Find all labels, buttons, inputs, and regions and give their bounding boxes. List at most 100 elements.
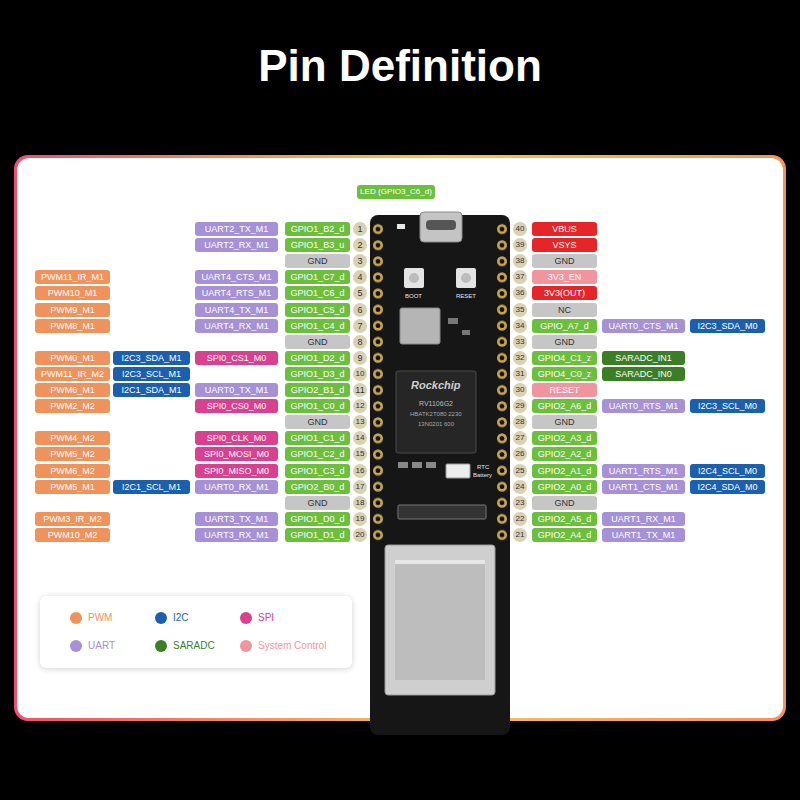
pin-text: 35: [515, 305, 524, 314]
spi-label: SPI0_CS0_M0: [195, 399, 278, 413]
pwm-label: PWM10_M2: [35, 528, 110, 542]
gpio-label: GPIO1_D0_d: [285, 512, 350, 526]
i2c-label: I2C3_SDA_M0: [690, 319, 765, 333]
pin-text: 12: [355, 401, 364, 410]
pwm-label: PWM8_M1: [35, 319, 110, 333]
gpio-label: GPIO1_B3_u: [285, 238, 350, 252]
ground-label: GND: [532, 335, 597, 349]
pin-text: 30: [515, 385, 524, 394]
ethernet-face: [395, 560, 485, 680]
pin-text: 17: [355, 482, 364, 491]
usb-c: [420, 212, 462, 242]
pin-number: 22: [513, 512, 527, 526]
pin-number: 26: [513, 447, 527, 461]
i2c-label: I2C3_SDA_M1: [113, 351, 190, 365]
pin-text: UART4_RTS_M1: [202, 288, 272, 298]
pin-text: 28: [515, 417, 524, 426]
gpio-label: GPIO1_D3_d: [285, 367, 350, 381]
pin-number: 19: [353, 512, 367, 526]
board-text: BOOT: [405, 292, 422, 300]
pin-text: GPIO2_A2_d: [538, 449, 592, 459]
pin-number: 13: [353, 415, 367, 429]
ground-label: NC: [532, 303, 597, 317]
pin-text: 10: [355, 369, 364, 378]
legend-text: SPI: [258, 612, 274, 624]
pin-text: UART1_RTS_M1: [609, 466, 679, 476]
pin-text: I2C3_SCL_M0: [698, 401, 757, 411]
i2c-label: I2C3_SCL_M0: [690, 399, 765, 413]
uart-label: UART4_CTS_M1: [195, 270, 278, 284]
pwm-label: PWM11_IR_M2: [35, 367, 110, 381]
gpio-label: GPIO1_B2_d: [285, 222, 350, 236]
pin-text: I2C1_SDA_M1: [121, 385, 181, 395]
pin-text: 21: [515, 530, 524, 539]
gpio-label: GPIO1_C3_d: [285, 464, 350, 478]
pin-number: 31: [513, 367, 527, 381]
pin-text: 24: [515, 482, 524, 491]
pin-number: 27: [513, 431, 527, 445]
led-label: LED (GPIO3_C6_d): [357, 185, 435, 199]
gpio-label: GPIO1_C7_d: [285, 270, 350, 284]
pin-text: PWM2_M2: [50, 401, 95, 411]
uart-label: UART1_CTS_M1: [602, 480, 685, 494]
pin-number: 8: [353, 335, 367, 349]
pin-text: 33: [515, 337, 524, 346]
pin-number: 21: [513, 528, 527, 542]
pin-number: 25: [513, 464, 527, 478]
pin-text: 6: [357, 305, 362, 315]
pin-text: 15: [355, 449, 364, 458]
pin-text: VSYS: [552, 240, 576, 250]
gpio-label: GPIO2_B1_d: [285, 383, 350, 397]
pin-text: GND: [555, 498, 575, 508]
pin-number: 12: [353, 399, 367, 413]
usb-c-port: [426, 220, 456, 230]
pin-text: GPIO2_A6_d: [538, 401, 592, 411]
pin-text: 38: [515, 256, 524, 265]
uart-label: UART2_TX_M1: [195, 222, 278, 236]
pin-text: VBUS: [552, 224, 577, 234]
button: [456, 268, 476, 288]
uart-label: UART0_CTS_M1: [602, 319, 685, 333]
button: [404, 268, 424, 288]
pin-text: GPIO4_C1_z: [538, 353, 592, 363]
pin-text: I2C3_SDA_M1: [121, 353, 181, 363]
pin-number: 29: [513, 399, 527, 413]
legend-text: I2C: [173, 612, 189, 624]
pin-text: SPI0_CS1_M0: [207, 353, 267, 363]
pin-text: GPIO1_D2_d: [290, 353, 344, 363]
pin-text: 26: [515, 449, 524, 458]
uart-label: UART0_RTS_M1: [602, 399, 685, 413]
pin-text: GPIO1_C0_d: [290, 401, 344, 411]
component: [448, 318, 458, 324]
pin-text: GND: [308, 498, 328, 508]
pin-text: LED (GPIO3_C6_d): [360, 187, 432, 196]
ground-label: GND: [532, 415, 597, 429]
pin-text: GND: [308, 417, 328, 427]
pin-text: 19: [355, 514, 364, 523]
pin-text: GPIO2_A3_d: [538, 433, 592, 443]
pin-number: 39: [513, 238, 527, 252]
pin-number: 10: [353, 367, 367, 381]
pin-text: 34: [515, 321, 524, 330]
pin-text: 40: [515, 224, 524, 233]
gpio-label: GPIO4_C0_z: [532, 367, 597, 381]
pin-text: UART1_CTS_M1: [609, 482, 679, 492]
board-text: RTC: [477, 463, 489, 471]
pin-text: GPIO2_A4_d: [538, 530, 592, 540]
pin-text: SARADC_IN0: [615, 369, 672, 379]
pin-text: GPIO1_C2_d: [290, 449, 344, 459]
led: [397, 224, 405, 229]
pin-text: GND: [555, 417, 575, 427]
spi-label: SPI0_CLK_M0: [195, 431, 278, 445]
component: [398, 462, 408, 468]
component: [426, 462, 436, 468]
gpio-label: GPIO_A7_d: [532, 319, 597, 333]
pin-number: 33: [513, 335, 527, 349]
uart-label: UART3_TX_M1: [195, 512, 278, 526]
pin-text: 3: [357, 256, 362, 266]
chip-brand: Rockchip: [411, 379, 461, 392]
pin-text: SPI0_CLK_M0: [207, 433, 267, 443]
power-label: VBUS: [532, 222, 597, 236]
i2c-label: I2C1_SDA_M1: [113, 383, 190, 397]
gpio-label: GPIO2_A3_d: [532, 431, 597, 445]
